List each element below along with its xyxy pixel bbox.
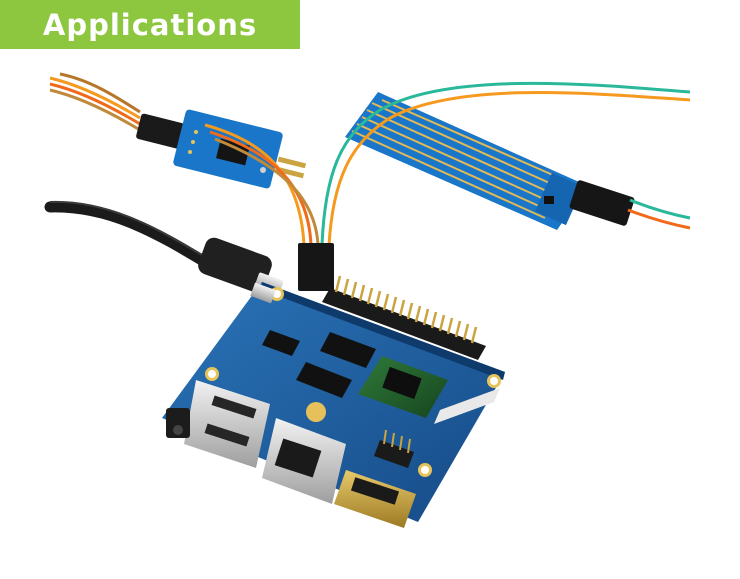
small-module xyxy=(136,109,307,189)
power-jack xyxy=(166,408,190,438)
capacitor xyxy=(306,402,326,422)
micro-usb-port xyxy=(250,282,276,304)
hdmi-port xyxy=(334,470,416,528)
ram-chip-2 xyxy=(296,362,352,398)
product-photo xyxy=(44,72,691,528)
main-board xyxy=(162,282,505,522)
usb-cable xyxy=(44,200,284,296)
jumper-wires xyxy=(204,123,320,246)
water-sensor xyxy=(345,92,635,230)
usb-ports xyxy=(184,380,270,468)
pmic-chip xyxy=(262,330,300,356)
dupont-connector xyxy=(298,243,334,291)
debug-header xyxy=(374,440,414,468)
sensor-wires xyxy=(320,81,691,246)
soc-die xyxy=(382,366,422,400)
fpc-connector xyxy=(434,388,500,424)
applications-banner: Applications xyxy=(0,0,300,49)
applications-title: Applications xyxy=(42,7,258,42)
ethernet-port xyxy=(262,418,346,504)
module-wires xyxy=(49,72,141,132)
gpio-header xyxy=(322,275,486,360)
ram-chip-1 xyxy=(320,332,376,368)
